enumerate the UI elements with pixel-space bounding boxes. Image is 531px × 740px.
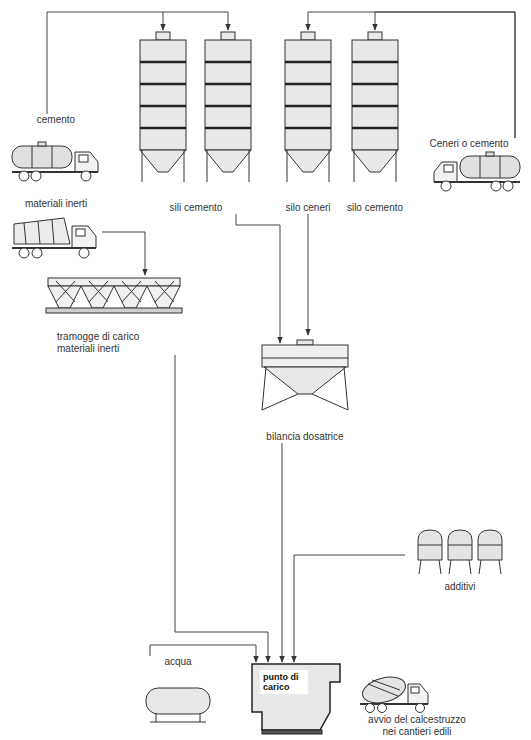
plant-component: bilancia dosatrice <box>250 335 360 443</box>
plant-component: cemento <box>10 114 102 190</box>
plant-component: sili cemento <box>128 26 264 214</box>
flow-line <box>308 12 515 138</box>
flow-line <box>282 443 283 662</box>
component-label: Ceneri o cemento <box>429 138 510 150</box>
flow-connector <box>47 12 228 114</box>
plant-component: Ceneri o cemento <box>412 138 526 194</box>
flow-connector <box>236 214 280 343</box>
component-label: silo ceneri <box>284 202 331 214</box>
flow-connector <box>375 12 515 138</box>
flow-line <box>163 12 164 30</box>
component-label: tramogge di carico materiali inerti <box>56 331 166 355</box>
component-label: silo cemento <box>346 202 404 214</box>
plant-component: materiali inerti <box>10 198 102 264</box>
flow-line <box>236 214 280 343</box>
component-label: materiali inerti <box>24 198 88 210</box>
flow-line <box>308 214 309 335</box>
flow-connector <box>308 214 309 335</box>
flow-line <box>294 555 405 662</box>
plant-component: silo cemento <box>341 26 409 214</box>
flow-connector <box>308 12 515 138</box>
plant-component: punto di carico <box>250 662 345 736</box>
flow-line <box>175 355 268 662</box>
flow-line <box>375 12 515 138</box>
flow-connector <box>175 355 268 662</box>
component-label: punto di carico <box>260 670 308 694</box>
flow-connector <box>282 443 283 662</box>
plant-component: additivi <box>405 525 515 593</box>
flow-line <box>47 12 228 114</box>
component-label: sili cemento <box>169 202 224 214</box>
plant-component: tramogge di carico materiali inerti <box>44 275 184 355</box>
component-label: additivi <box>443 581 476 593</box>
plant-component: avvio del calcestruzzo nei cantieri edil… <box>352 672 482 738</box>
flow-line <box>102 232 145 275</box>
component-label: bilancia dosatrice <box>265 431 344 443</box>
flow-connector <box>102 232 145 275</box>
plant-component: acqua <box>140 656 216 726</box>
flow-connector <box>294 555 405 662</box>
component-label: acqua <box>163 656 192 668</box>
plant-component: silo ceneri <box>277 26 339 214</box>
component-label: cemento <box>36 114 76 126</box>
component-label: avvio del calcestruzzo nei cantieri edil… <box>361 714 473 738</box>
